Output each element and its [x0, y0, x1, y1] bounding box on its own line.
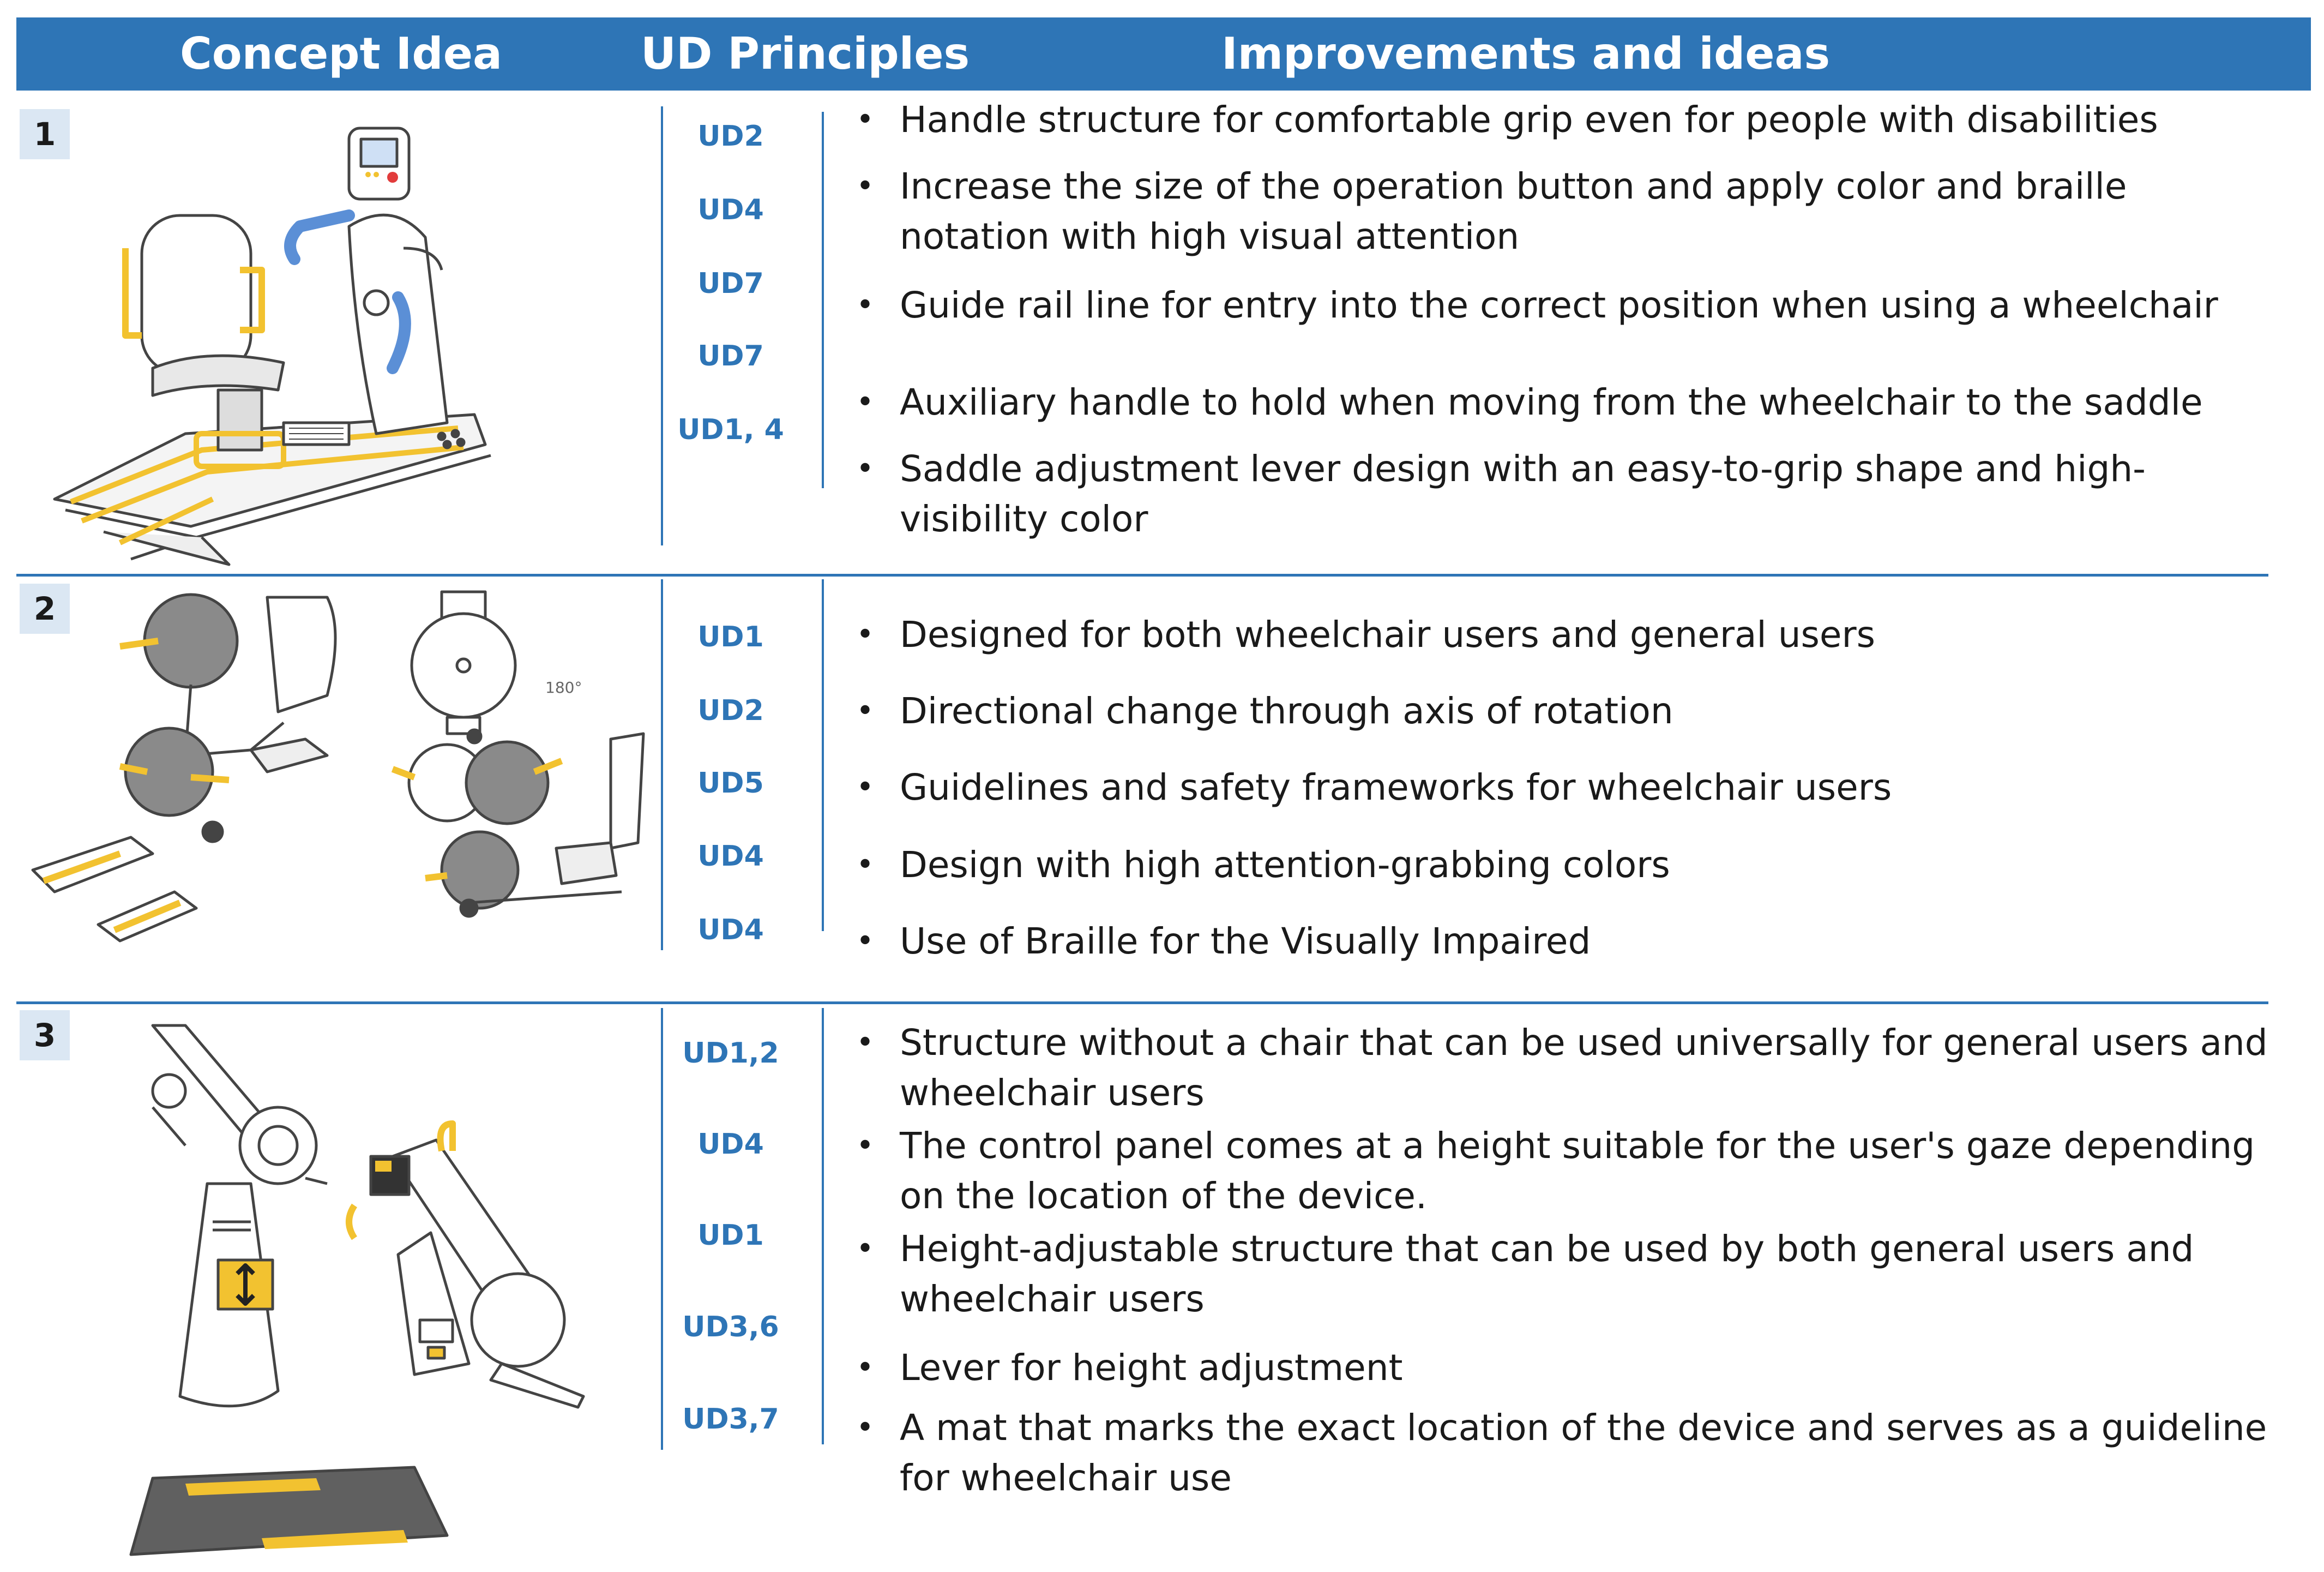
- ud-tag: UD4: [697, 840, 764, 873]
- improvement-item: •Height-adjustable structure that can be…: [856, 1228, 2194, 1320]
- row-3-divider-right: [822, 1008, 824, 1444]
- improvement-item: •Saddle adjustment lever design with an …: [856, 448, 2146, 540]
- ud-tag: UD1,2: [682, 1037, 779, 1070]
- ud-tag: UD2: [697, 120, 764, 153]
- header-ud-principles: UD Principles: [641, 28, 970, 79]
- row-number-1: 1: [20, 109, 70, 159]
- table-header: Concept Idea UD Principles Improvements …: [16, 17, 2311, 91]
- ud-tag: UD5: [697, 767, 764, 800]
- header-concept-idea: Concept Idea: [180, 28, 502, 79]
- row-separator: [16, 574, 2268, 577]
- ud-tag: UD1, 4: [677, 413, 784, 446]
- ud-tag: UD4: [697, 914, 764, 946]
- row-3-divider-left: [661, 1008, 663, 1450]
- row-separator: [16, 1001, 2268, 1004]
- improvement-item: •Guide rail line for entry into the corr…: [856, 284, 2218, 326]
- ud-tag: UD4: [697, 194, 764, 226]
- improvement-item: •Design with high attention-grabbing col…: [856, 844, 1670, 886]
- improvement-item: •Structure without a chair that can be u…: [856, 1022, 2268, 1114]
- ud-tag: UD4: [697, 1128, 764, 1161]
- row-number-3: 3: [20, 1010, 70, 1060]
- ud-tag: UD3,7: [682, 1403, 779, 1436]
- ud-tag: UD3,6: [682, 1311, 779, 1343]
- improvement-item: •Directional change through axis of rota…: [856, 690, 1673, 732]
- improvement-item: •Increase the size of the operation butt…: [856, 165, 2127, 257]
- svg-text:180°: 180°: [545, 679, 582, 697]
- improvement-item: •A mat that marks the exact location of …: [856, 1407, 2267, 1499]
- ud-tag: UD1: [697, 1219, 764, 1252]
- ud-tag: UD7: [697, 267, 764, 300]
- improvement-item: •Auxiliary handle to hold when moving fr…: [856, 381, 2203, 423]
- improvement-item: •Designed for both wheelchair users and …: [856, 614, 1876, 656]
- row-2-divider-left: [661, 579, 663, 950]
- improvement-item: •The control panel comes at a height sui…: [856, 1125, 2255, 1217]
- improvement-item: •Lever for height adjustment: [856, 1347, 1403, 1389]
- improvement-item: •Handle structure for comfortable grip e…: [856, 99, 2158, 141]
- concept-3-sketch: [129, 1024, 585, 1556]
- ud-tag: UD1: [697, 621, 764, 653]
- improvement-item: •Use of Braille for the Visually Impaire…: [856, 920, 1591, 962]
- row-2-divider-right: [822, 579, 824, 931]
- ud-tag: UD2: [697, 694, 764, 727]
- header-improvements: Improvements and ideas: [1221, 28, 1831, 79]
- row-number-2: 2: [20, 584, 70, 634]
- concept-1-sketch: [53, 127, 491, 566]
- ud-tag: UD7: [697, 340, 764, 373]
- row-1-divider-right: [822, 112, 824, 488]
- row-1-divider-left: [661, 106, 663, 545]
- improvement-item: •Guidelines and safety frameworks for wh…: [856, 766, 1892, 808]
- concept-2-sketch: 180°: [31, 590, 645, 943]
